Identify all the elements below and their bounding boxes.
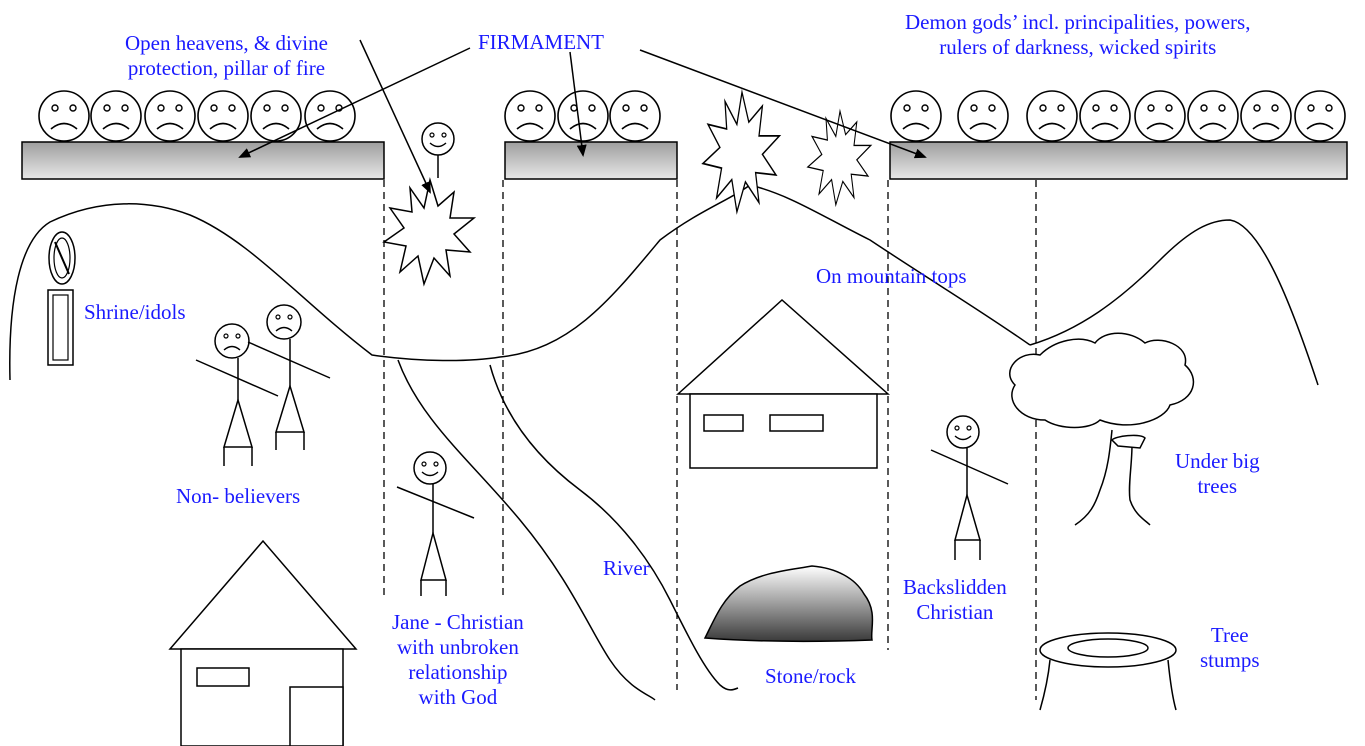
label-non-believers: Non- believers — [176, 484, 300, 509]
label-line: rulers of darkness, wicked spirits — [905, 35, 1250, 60]
shrine-icon — [48, 232, 75, 365]
sad-face-icon — [91, 91, 141, 141]
tree-icon — [1010, 333, 1194, 525]
rock-icon — [705, 566, 873, 641]
backslidden-figure — [931, 416, 1008, 560]
label-line: with God — [392, 685, 524, 710]
tree-stump-icon — [1040, 633, 1176, 710]
sad-face-icon — [145, 91, 195, 141]
firmament-bar-left — [22, 142, 384, 179]
label-backslidden: Backslidden Christian — [903, 575, 1007, 625]
label-tree-stumps: Tree stumps — [1200, 623, 1260, 673]
label-mountain-tops: On mountain tops — [816, 264, 967, 289]
sad-face-icon — [39, 91, 89, 141]
sad-face-icon — [1188, 91, 1238, 141]
label-demon-gods: Demon gods’ incl. principalities, powers… — [905, 10, 1250, 60]
sad-face-icon — [1135, 91, 1185, 141]
non-believer-figure-1 — [196, 324, 278, 466]
label-line: Christian — [903, 600, 1007, 625]
protected-figure — [422, 123, 454, 178]
label-firmament: FIRMAMENT — [478, 30, 604, 55]
label-line: Demon gods’ incl. principalities, powers… — [905, 10, 1250, 35]
sad-face-icon — [558, 91, 608, 141]
sad-face-icon — [958, 91, 1008, 141]
sad-face-icon — [305, 91, 355, 141]
sad-face-icon — [1080, 91, 1130, 141]
demon-faces-middle — [505, 91, 660, 141]
label-line: Under big — [1175, 449, 1260, 474]
sad-face-icon — [1295, 91, 1345, 141]
house-icon — [170, 541, 356, 746]
firmament-bar-right — [890, 142, 1347, 179]
fire-burst-icon — [703, 92, 780, 212]
sad-face-icon — [251, 91, 301, 141]
label-line: Backslidden — [903, 575, 1007, 600]
fire-burst-icon — [384, 180, 474, 284]
label-line: trees — [1175, 474, 1260, 499]
non-believer-figure-2 — [248, 305, 330, 450]
label-stone-rock: Stone/rock — [765, 664, 856, 689]
demon-faces-right — [891, 91, 1345, 141]
label-river: River — [603, 556, 650, 581]
label-line: Jane - Christian — [392, 610, 524, 635]
label-line: Tree — [1200, 623, 1260, 648]
firmament-bar-middle — [505, 142, 677, 179]
label-open-heavens: Open heavens, & divine protection, pilla… — [125, 31, 328, 81]
label-line: with unbroken — [392, 635, 524, 660]
jane-figure — [397, 452, 474, 596]
sad-face-icon — [198, 91, 248, 141]
label-under-big-trees: Under big trees — [1175, 449, 1260, 499]
label-jane: Jane - Christian with unbroken relations… — [392, 610, 524, 710]
house-icon — [678, 300, 888, 468]
label-line: protection, pillar of fire — [125, 56, 328, 81]
sad-face-icon — [610, 91, 660, 141]
sad-face-icon — [891, 91, 941, 141]
sad-face-icon — [505, 91, 555, 141]
label-line: Open heavens, & divine — [125, 31, 328, 56]
label-shrine: Shrine/idols — [84, 300, 186, 325]
sad-face-icon — [1027, 91, 1077, 141]
label-line: relationship — [392, 660, 524, 685]
demon-faces-left — [39, 91, 355, 141]
label-line: stumps — [1200, 648, 1260, 673]
sad-face-icon — [1241, 91, 1291, 141]
